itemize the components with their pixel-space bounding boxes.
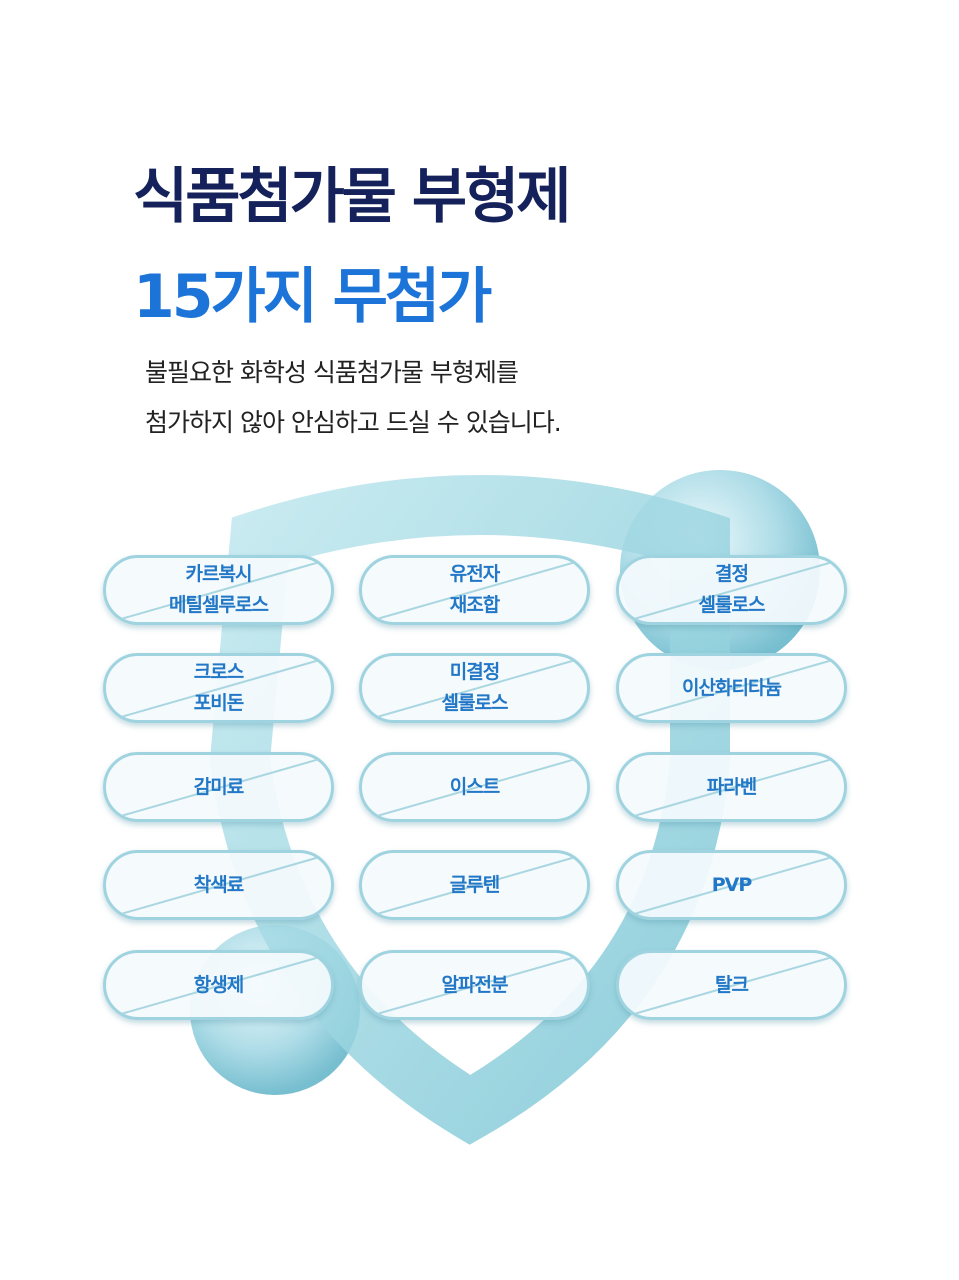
additive-label: 항생제 — [193, 973, 244, 996]
additive-label: 감미료 — [193, 775, 244, 798]
additive-label: 메틸셀루로스 — [169, 594, 269, 616]
additive-label: 미결정 — [449, 661, 500, 683]
additive-item: PVP — [616, 850, 847, 920]
additive-item: 알파전분 — [359, 950, 590, 1020]
additive-label: 결정 — [715, 563, 749, 585]
additive-label: 글루텐 — [449, 873, 500, 896]
additive-item: 착색료 — [103, 850, 334, 920]
additive-label: 알파전분 — [441, 973, 509, 996]
additive-item: 탈크 — [616, 950, 847, 1020]
additive-item: 글루텐 — [359, 850, 590, 920]
title-line-1: 식품첨가물 부형제 — [133, 162, 571, 232]
additive-label: 착색료 — [193, 873, 244, 896]
additive-label: 셀룰로스 — [698, 594, 766, 616]
additive-label: 크로스 — [193, 661, 244, 683]
additive-label: 유전자 — [449, 563, 500, 585]
additive-item: 이스트 — [359, 752, 590, 822]
additive-item: 감미료 — [103, 752, 334, 822]
additive-label: 탈크 — [715, 973, 749, 996]
additive-label: 이산화티타늄 — [682, 676, 782, 699]
description-line-1: 불필요한 화학성 식품첨가물 부형제를 — [145, 358, 519, 387]
additive-label: 재조합 — [449, 594, 500, 616]
description: 불필요한 화학성 식품첨가물 부형제를 첨가하지 않아 안심하고 드실 수 있습… — [145, 348, 562, 448]
additive-label: 파라벤 — [706, 775, 757, 798]
additive-item: 항생제 — [103, 950, 334, 1020]
title-line-2: 15가지 무첨가 — [133, 262, 492, 332]
additive-label: 이스트 — [449, 775, 500, 798]
additive-label: 포비돈 — [193, 692, 244, 714]
additive-item: 파라벤 — [616, 752, 847, 822]
additive-label: 셀룰로스 — [441, 692, 509, 714]
additive-item: 이산화티타늄 — [616, 653, 847, 723]
additive-label: PVP — [711, 873, 753, 896]
description-line-2: 첨가하지 않아 안심하고 드실 수 있습니다. — [145, 408, 562, 437]
additive-label: 카르복시 — [185, 563, 253, 585]
